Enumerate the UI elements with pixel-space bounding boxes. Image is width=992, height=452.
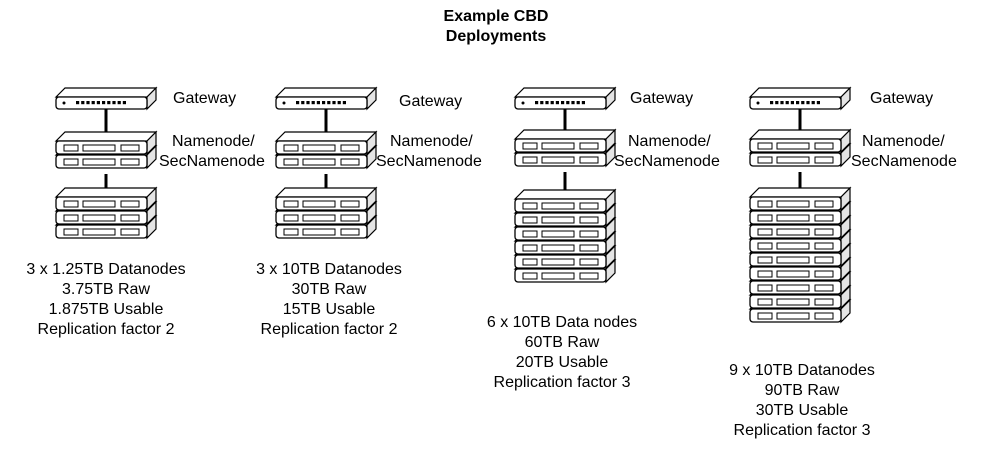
caption-1-line-2: 3.75TB Raw [61, 281, 151, 298]
datanode-server-4-1 [748, 186, 852, 212]
gateway-label-4: Gateway [870, 90, 934, 107]
datanode-server-1-1 [54, 186, 158, 212]
caption-4-line-1: 9 x 10TB Datanodes [729, 362, 875, 379]
namenode-label-4-line-1: Namenode/ [862, 133, 945, 150]
caption-2-line-3: 15TB Usable [282, 301, 376, 318]
namenode-label-2-line-2: SecNamenode [376, 153, 482, 170]
namenode-label-3-line-2: SecNamenode [614, 153, 720, 170]
deployment-caption-4: 9 x 10TB Datanodes 90TB Raw 30TB Usable … [702, 361, 902, 441]
namenode-label-4-line-2: SecNamenode [851, 153, 957, 170]
caption-3-line-4: Replication factor 3 [493, 374, 631, 391]
caption-2-line-1: 3 x 10TB Datanodes [256, 261, 402, 278]
caption-2-line-4: Replication factor 2 [260, 321, 398, 338]
gateway-server-4 [748, 86, 852, 111]
namenode-label-1-line-2: SecNamenode [159, 153, 265, 170]
deployment-caption-3: 6 x 10TB Data nodes 60TB Raw 20TB Usable… [462, 313, 662, 393]
namenode-label-1-line-1: Namenode/ [172, 133, 255, 150]
diagram-title-line-2: Deployments [445, 28, 547, 45]
caption-3-line-3: 20TB Usable [515, 354, 609, 371]
gateway-label-2: Gateway [399, 93, 463, 110]
namenode-server-2 [274, 130, 378, 156]
caption-4-line-2: 90TB Raw [764, 382, 840, 399]
gateway-server-1 [54, 86, 158, 111]
deployment-caption-1: 3 x 1.25TB Datanodes 3.75TB Raw 1.875TB … [6, 260, 206, 340]
caption-2-line-2: 30TB Raw [291, 281, 367, 298]
gateway-server-2 [274, 86, 378, 111]
caption-3-line-2: 60TB Raw [524, 334, 600, 351]
gateway-label-1: Gateway [173, 90, 237, 107]
namenode-label-3-line-1: Namenode/ [628, 133, 711, 150]
diagram-title: Example CBD Deployments [396, 7, 596, 47]
datanode-server-3-1 [513, 188, 617, 214]
caption-1-line-3: 1.875TB Usable [48, 301, 164, 318]
datanode-server-2-1 [274, 186, 378, 212]
namenode-server-1 [54, 130, 158, 156]
gateway-server-3 [513, 86, 617, 111]
caption-4-line-3: 30TB Usable [755, 402, 849, 419]
caption-4-line-4: Replication factor 3 [733, 422, 871, 439]
namenode-server-3 [513, 128, 617, 154]
gateway-label-3: Gateway [630, 90, 694, 107]
diagram-title-line-1: Example CBD [443, 8, 549, 25]
deployment-caption-2: 3 x 10TB Datanodes 30TB Raw 15TB Usable … [229, 260, 429, 340]
namenode-server-4 [748, 128, 852, 154]
caption-1-line-1: 3 x 1.25TB Datanodes [26, 261, 186, 278]
caption-1-line-4: Replication factor 2 [37, 321, 175, 338]
namenode-label-2-line-1: Namenode/ [390, 133, 473, 150]
caption-3-line-1: 6 x 10TB Data nodes [486, 314, 638, 331]
